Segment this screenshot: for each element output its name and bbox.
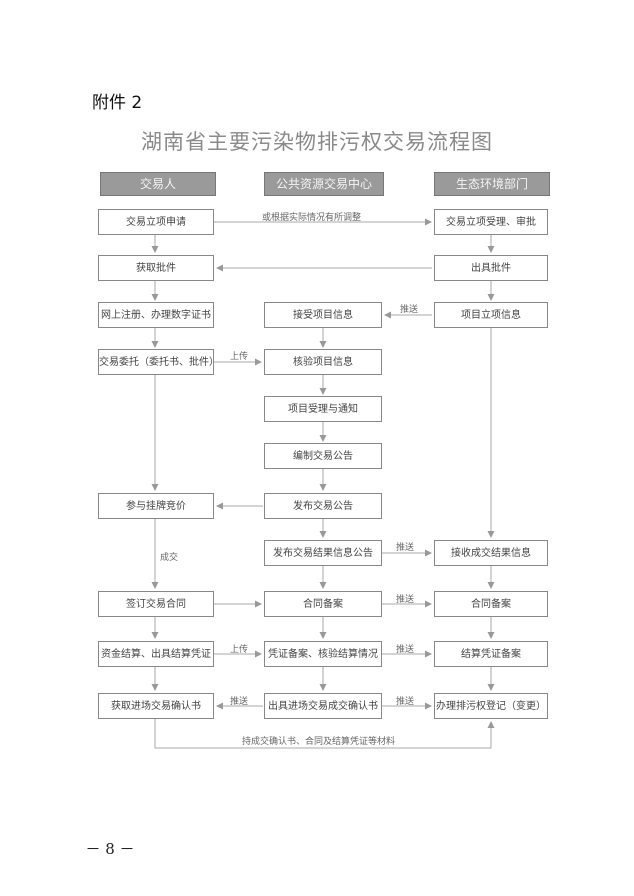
- box-trade-project-application: 交易立项申请: [98, 209, 214, 235]
- box-receive-project-info: 接受项目信息: [264, 302, 382, 328]
- box-compile-announcement: 编制交易公告: [264, 443, 382, 469]
- box-issue-confirmation: 出具进场交易成交确认书: [264, 693, 382, 719]
- box-voucher-filing: 凭证备案、核验结算情况: [264, 641, 382, 667]
- box-online-register: 网上注册、办理数字证书: [98, 302, 214, 328]
- box-fund-settlement: 资金结算、出具结算凭证: [98, 641, 214, 667]
- attachment-label: 附件 2: [92, 93, 143, 113]
- edge-label-top: 或根据实际情况有所调整: [262, 213, 362, 223]
- box-contract-filing-right: 合同备案: [434, 591, 548, 617]
- diagram-title: 湖南省主要污染物排污权交易流程图: [141, 130, 493, 154]
- box-project-approval: 交易立项受理、审批: [434, 209, 548, 235]
- box-contract-filing-middle: 合同备案: [264, 591, 382, 617]
- box-publish-result: 发布交易结果信息公告: [264, 540, 382, 566]
- box-trade-entrust: 交易委托（委托书、批件）: [98, 349, 214, 375]
- box-obtain-approval: 获取批件: [98, 255, 214, 281]
- box-project-info: 项目立项信息: [434, 302, 548, 328]
- box-join-bidding: 参与挂牌竞价: [98, 493, 214, 519]
- box-settlement-voucher-filing: 结算凭证备案: [434, 641, 548, 667]
- box-emission-registration: 办理排污权登记（变更）: [434, 693, 548, 719]
- box-receive-result: 接收成交结果信息: [434, 540, 548, 566]
- edge-label-push-1: 推送: [400, 305, 419, 315]
- column-header-middle: 公共资源交易中心: [264, 172, 384, 196]
- box-publish-announcement: 发布交易公告: [264, 493, 382, 519]
- column-header-right: 生态环境部门: [434, 172, 550, 196]
- box-sign-contract: 签订交易合同: [98, 591, 214, 617]
- column-header-left: 交易人: [100, 172, 216, 196]
- edge-label-upload-2: 上传: [230, 645, 249, 655]
- box-verify-project-info: 核验项目信息: [264, 349, 382, 375]
- edge-label-push-6: 推送: [396, 697, 415, 707]
- edge-label-push-4: 推送: [396, 645, 415, 655]
- page-number: － 8 －: [85, 840, 135, 858]
- edge-label-upload-1: 上传: [230, 352, 249, 362]
- edge-label-push-3: 推送: [396, 595, 415, 605]
- edge-label-bottom: 持成交确认书、合同及结算凭证等材料: [242, 737, 396, 747]
- edge-label-push-5: 推送: [230, 697, 249, 707]
- box-issue-approval: 出具批件: [434, 255, 548, 281]
- box-obtain-confirmation: 获取进场交易确认书: [98, 693, 214, 719]
- edge-label-push-2: 推送: [396, 543, 415, 553]
- edge-label-deal: 成交: [160, 553, 179, 563]
- box-project-acceptance: 项目受理与通知: [264, 396, 382, 422]
